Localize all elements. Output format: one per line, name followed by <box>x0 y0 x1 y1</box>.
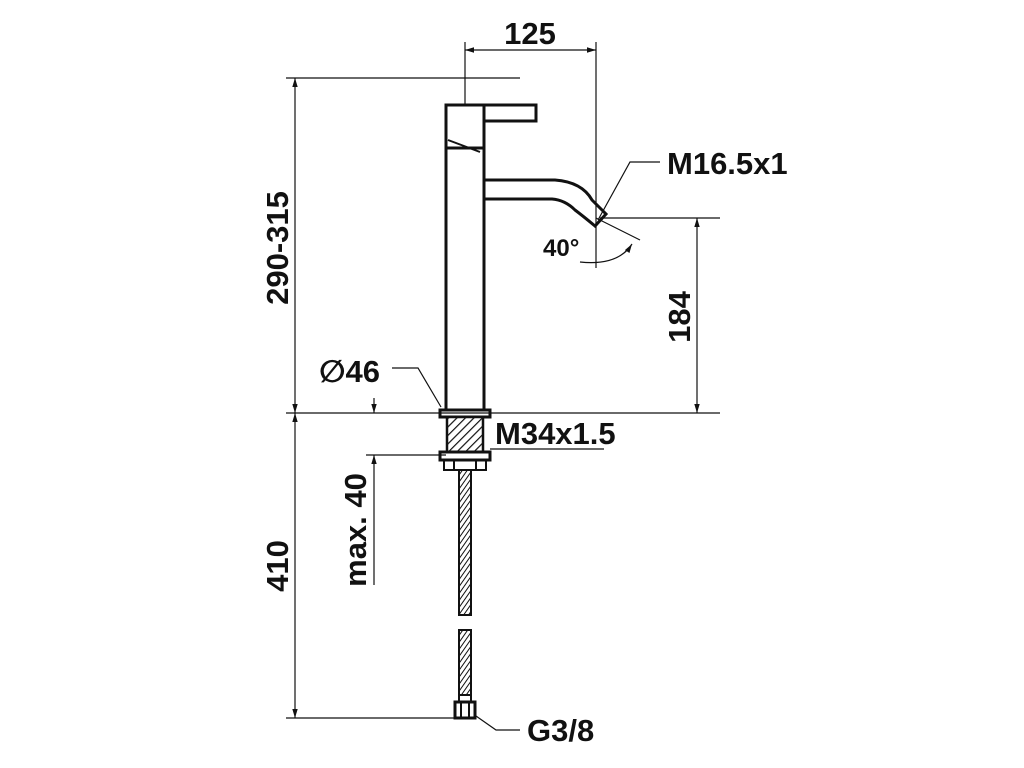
dim-max-counter: max. 40 <box>338 398 446 587</box>
dim-hose-length-label: 410 <box>260 540 295 592</box>
callout-aerator-label: M16.5x1 <box>667 146 788 181</box>
faucet-column <box>444 146 486 412</box>
lever-handle <box>484 103 538 123</box>
dim-hose-length: 410 <box>260 413 298 718</box>
hose-nut <box>453 700 477 720</box>
spout <box>482 178 609 229</box>
dim-spout-height-label: 184 <box>662 290 697 342</box>
callout-angle: 40° <box>543 217 641 264</box>
dim-height-total: 290-315 <box>260 78 298 413</box>
callout-hose-connection-label: G3/8 <box>527 713 594 748</box>
dim-spout-height: 184 <box>662 218 700 413</box>
callout-shank: M34x1.5 <box>490 416 616 451</box>
callout-hose-connection: G3/8 <box>475 713 594 748</box>
faucet-body <box>438 103 609 720</box>
lever-housing <box>444 103 486 150</box>
dim-reach-label: 125 <box>504 16 556 51</box>
fixing-nut <box>438 450 492 462</box>
callout-angle-label: 40° <box>543 235 579 262</box>
dim-max-counter-label: max. 40 <box>338 473 373 587</box>
callout-diameter: ∅46 <box>319 354 442 408</box>
extension-lines <box>286 42 720 719</box>
dim-height-total-label: 290-315 <box>260 191 295 305</box>
threaded-shank <box>445 415 485 454</box>
callout-diameter-label: ∅46 <box>319 354 380 389</box>
dim-reach: 125 <box>465 16 596 53</box>
supply-hose-lower <box>458 629 472 696</box>
callout-aerator: M16.5x1 <box>597 146 788 221</box>
callout-shank-label: M34x1.5 <box>495 416 616 451</box>
supply-hose-upper <box>458 469 472 616</box>
